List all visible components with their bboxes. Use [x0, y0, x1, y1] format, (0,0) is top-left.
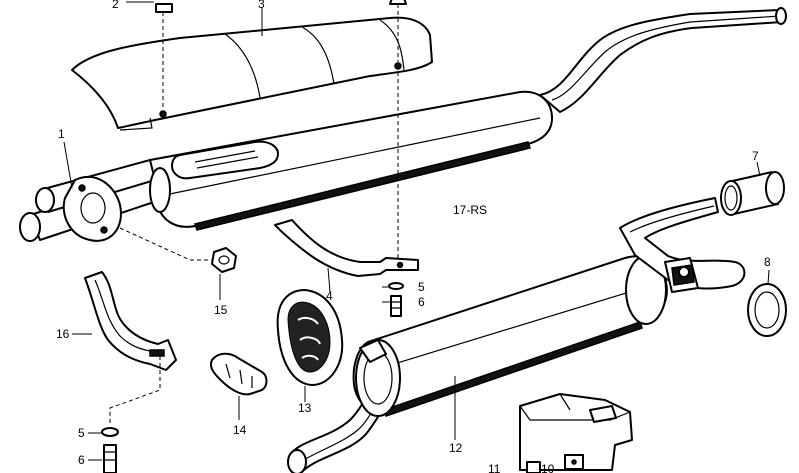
strap-4 [274, 72, 419, 277]
callouts: 2 3 1 7 8 15 4 5 6 16 13 14 12 5 6 11 10… [56, 0, 771, 473]
rubber-hanger-13 [276, 289, 344, 386]
callout-16: 16 [56, 327, 70, 341]
callout-4: 4 [326, 289, 333, 303]
washer-bolt-right [388, 282, 404, 317]
rear-muffler-assembly [287, 197, 746, 473]
leader-lines [63, 1, 770, 461]
callout-15: 15 [214, 303, 228, 317]
top-nut-and-stud [155, 0, 407, 110]
callout-7: 7 [752, 149, 759, 163]
insert-14 [210, 352, 268, 396]
bracket-16 [84, 271, 177, 424]
callout-12: 12 [449, 441, 463, 455]
callout-5-right: 5 [418, 280, 425, 294]
callout-2: 2 [112, 0, 119, 11]
callout-8: 8 [764, 255, 771, 269]
washer-bolt-left [101, 427, 119, 473]
callout-3: 3 [258, 0, 265, 11]
callout-6-left: 6 [78, 453, 85, 467]
sleeve-7 [720, 171, 785, 216]
callout-11: 11 [488, 462, 501, 473]
callout-1: 1 [58, 127, 65, 141]
callout-6-right: 6 [418, 295, 425, 309]
callout-5-left: 5 [78, 426, 85, 440]
gasket-ring-8 [747, 283, 787, 337]
heat-shield [71, 16, 433, 131]
front-muffler-assembly [19, 7, 787, 242]
callout-17-number: 17 [453, 203, 467, 217]
callout-17-suffix: -RS [466, 203, 487, 217]
callout-13: 13 [298, 401, 312, 415]
callout-10: 10 [541, 462, 555, 473]
callout-17-rs: 17-RS [453, 203, 487, 217]
nut-15 [119, 227, 237, 273]
callout-14: 14 [233, 423, 247, 437]
